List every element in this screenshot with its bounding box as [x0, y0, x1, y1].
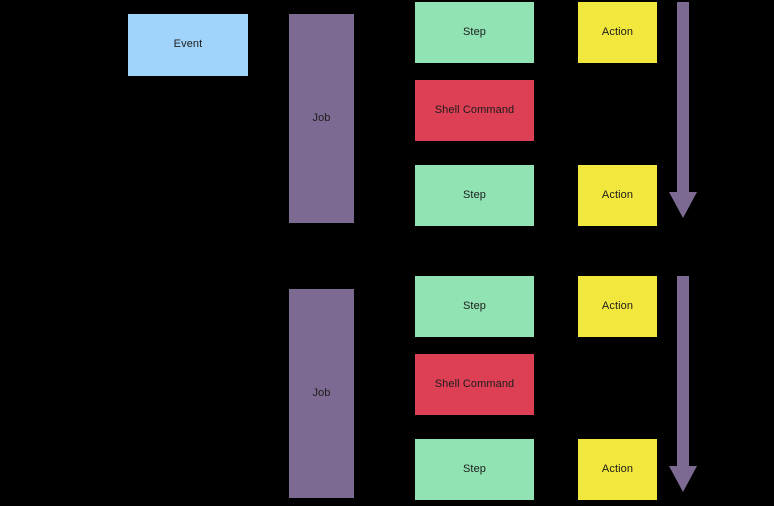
shell-command-node-job1-1[interactable]: Shell Command	[415, 80, 534, 141]
action-node-job2-2[interactable]: Action	[578, 439, 657, 500]
action-node-job1-2-label: Action	[601, 188, 634, 201]
action-node-job2-2-label: Action	[601, 462, 634, 475]
shell-command-node-job2-1-label: Shell Command	[434, 377, 515, 390]
event-node-label: Event	[173, 38, 203, 51]
step-node-job1-2[interactable]: Step	[415, 165, 534, 226]
action-node-job1-1[interactable]: Action	[578, 2, 657, 63]
event-node[interactable]: Event	[128, 14, 248, 76]
step-node-job1-1-label: Step	[462, 25, 487, 38]
job-node-2-label: Job	[312, 386, 331, 399]
step-node-job2-1-label: Step	[462, 299, 487, 312]
job-node-2[interactable]: Job	[289, 289, 354, 498]
step-node-job2-2[interactable]: Step	[415, 439, 534, 500]
action-node-job2-1-label: Action	[601, 299, 634, 312]
job-node-1-label: Job	[312, 111, 331, 124]
shell-command-node-job1-1-label: Shell Command	[434, 103, 515, 116]
step-node-job2-1[interactable]: Step	[415, 276, 534, 337]
action-node-job1-2[interactable]: Action	[578, 165, 657, 226]
job-node-1[interactable]: Job	[289, 14, 354, 223]
step-node-job1-2-label: Step	[462, 188, 487, 201]
step-node-job2-2-label: Step	[462, 462, 487, 475]
downward-arrow-2	[666, 276, 700, 494]
action-node-job1-1-label: Action	[601, 25, 634, 38]
step-node-job1-1[interactable]: Step	[415, 2, 534, 63]
action-node-job2-1[interactable]: Action	[578, 276, 657, 337]
downward-arrow-1	[666, 2, 700, 220]
shell-command-node-job2-1[interactable]: Shell Command	[415, 354, 534, 415]
